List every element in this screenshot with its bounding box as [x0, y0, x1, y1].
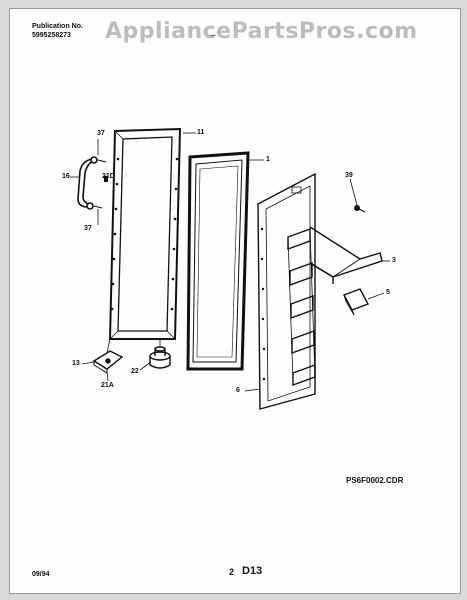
callout-21d: 21D: [102, 173, 115, 180]
door-handle: [77, 156, 108, 210]
callout-37-top: 37: [97, 130, 105, 137]
section-code: D13: [242, 565, 263, 577]
door-panel: [186, 151, 250, 371]
diagram-sheet: AppliancePartsPros.com Publication No. 5…: [9, 8, 461, 594]
exploded-view-diagram: [70, 127, 390, 410]
callout-3: 3: [392, 257, 396, 264]
page-number: 2: [229, 567, 235, 577]
watermark: AppliancePartsPros.com: [105, 19, 418, 44]
shelf-retainer: [343, 288, 369, 316]
callout-22: 22: [131, 368, 139, 375]
door-shelf: [309, 226, 383, 284]
leader-lines: [70, 132, 390, 392]
callout-11: 11: [197, 129, 205, 136]
hinge-bracket: [92, 350, 124, 374]
callout-5: 5: [386, 289, 390, 296]
door-gasket: [108, 127, 182, 340]
callout-37-bottom: 37: [84, 225, 92, 232]
callout-21a: 21A: [101, 382, 114, 389]
hinge-bushing: [149, 346, 171, 369]
model-partial: ...: [210, 31, 216, 38]
callout-13: 13: [72, 360, 80, 367]
door-liner: [257, 172, 316, 410]
publication-label: Publication No.: [32, 23, 83, 30]
callout-39: 39: [345, 172, 353, 179]
callout-16: 16: [62, 173, 70, 180]
callout-1: 1: [266, 156, 270, 163]
screw: [354, 205, 366, 213]
publication-number: 5995258273: [32, 32, 71, 39]
callout-6: 6: [236, 387, 240, 394]
footer-date: 09/94: [32, 571, 50, 578]
drawing-filename: PS6F0002.CDR: [346, 476, 404, 485]
